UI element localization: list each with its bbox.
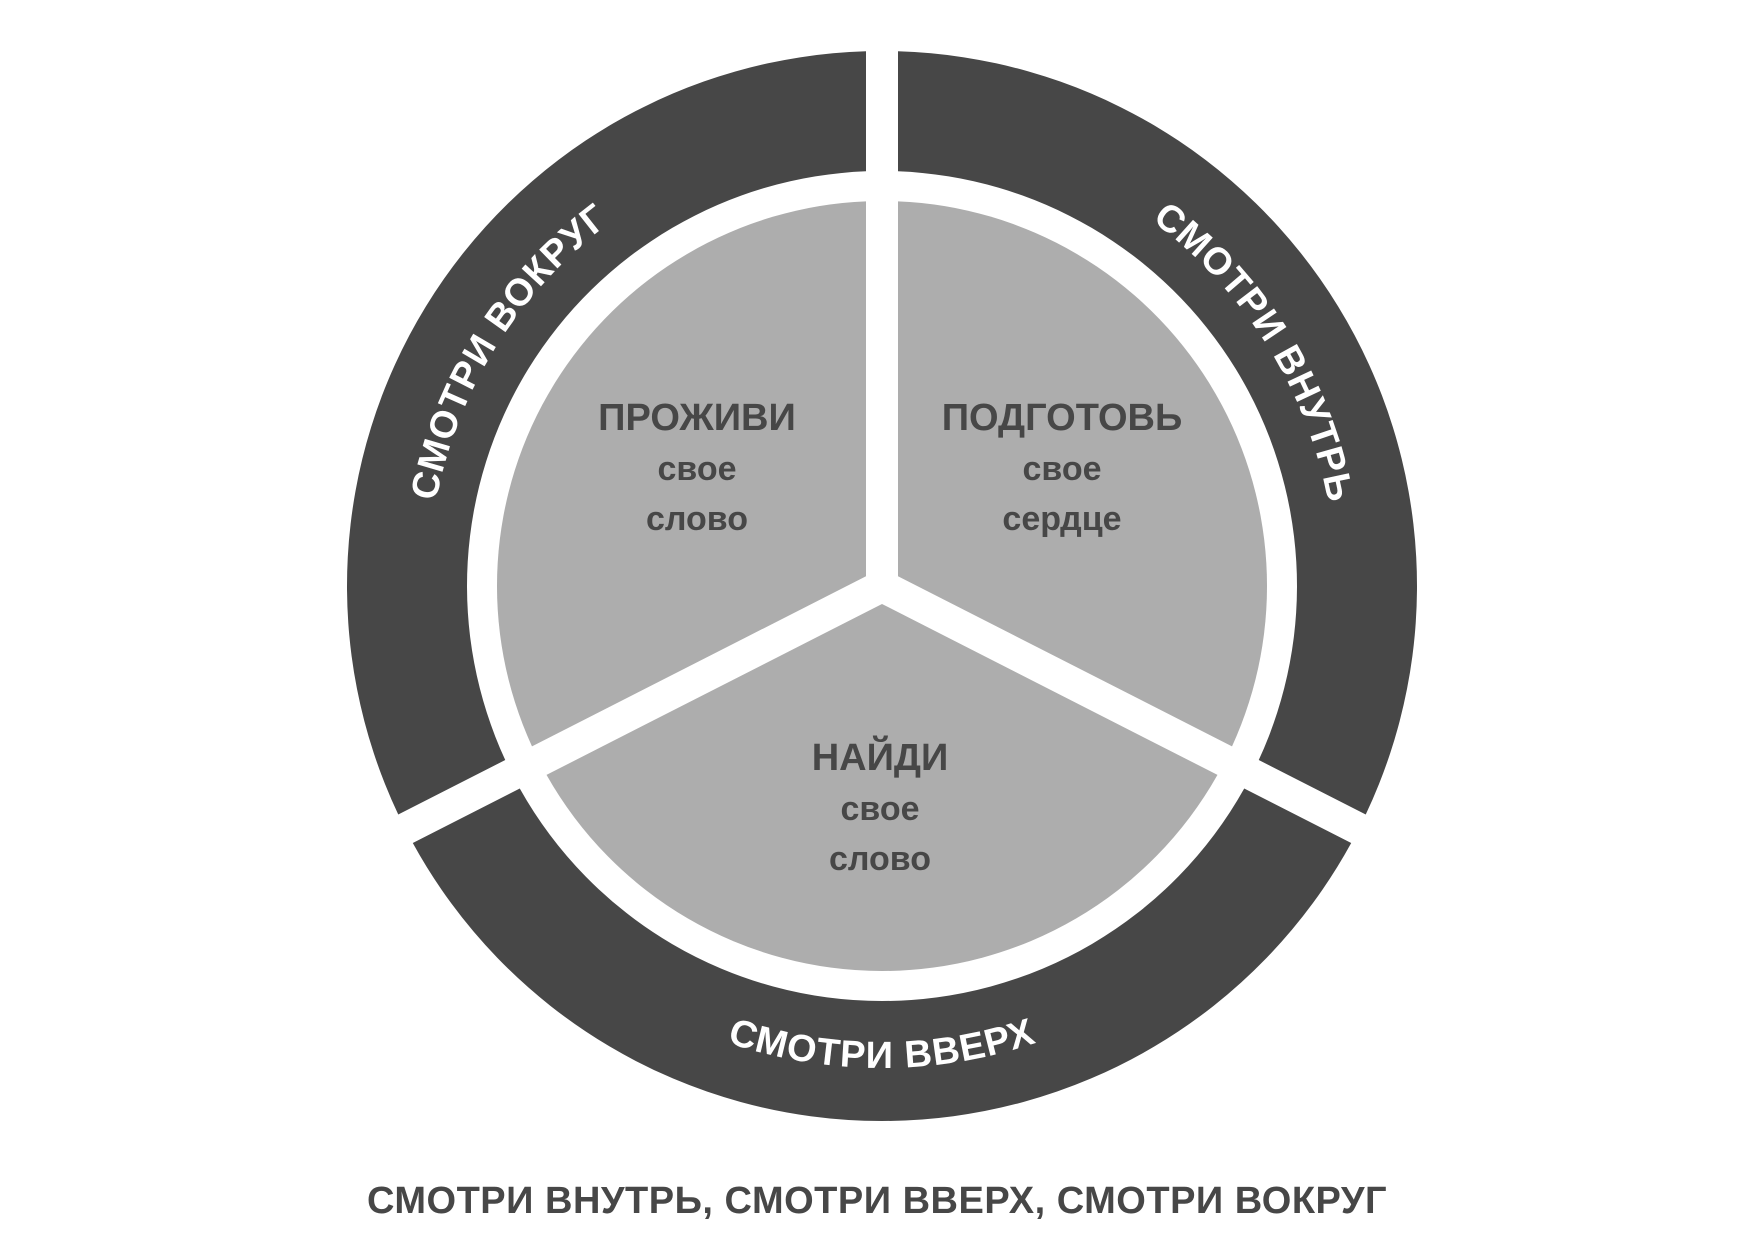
segment-text-prepare: ПОДГОТОВЬ свое сердце [942,397,1183,538]
segment-title-find: НАЙДИ [812,734,949,779]
inner-segment-prepare [898,201,1268,747]
outer-ring-segment-inside [898,51,1418,815]
segment-line1-find: свое [840,790,919,828]
segment-title-live: ПРОЖИВИ [598,397,796,439]
segment-line1-prepare: свое [1022,450,1101,488]
diagram-caption: СМОТРИ ВНУТРЬ, СМОТРИ ВВЕРХ, СМОТРИ ВОКР… [366,1180,1388,1222]
inner-segment-find [546,603,1218,972]
inner-segment-live [496,201,866,747]
segment-title-prepare: ПОДГОТОВЬ [942,397,1183,439]
segment-line2-live: слово [646,500,748,538]
segment-line2-prepare: сердце [1002,500,1121,538]
outer-ring-segment-up [412,788,1352,1121]
segment-line2-find: слово [829,840,931,878]
segment-text-live: ПРОЖИВИ свое слово [598,397,796,538]
segment-text-find: НАЙДИ свое слово [812,734,949,878]
outer-ring-segment-around [346,51,866,815]
segment-line1-live: свое [657,450,736,488]
